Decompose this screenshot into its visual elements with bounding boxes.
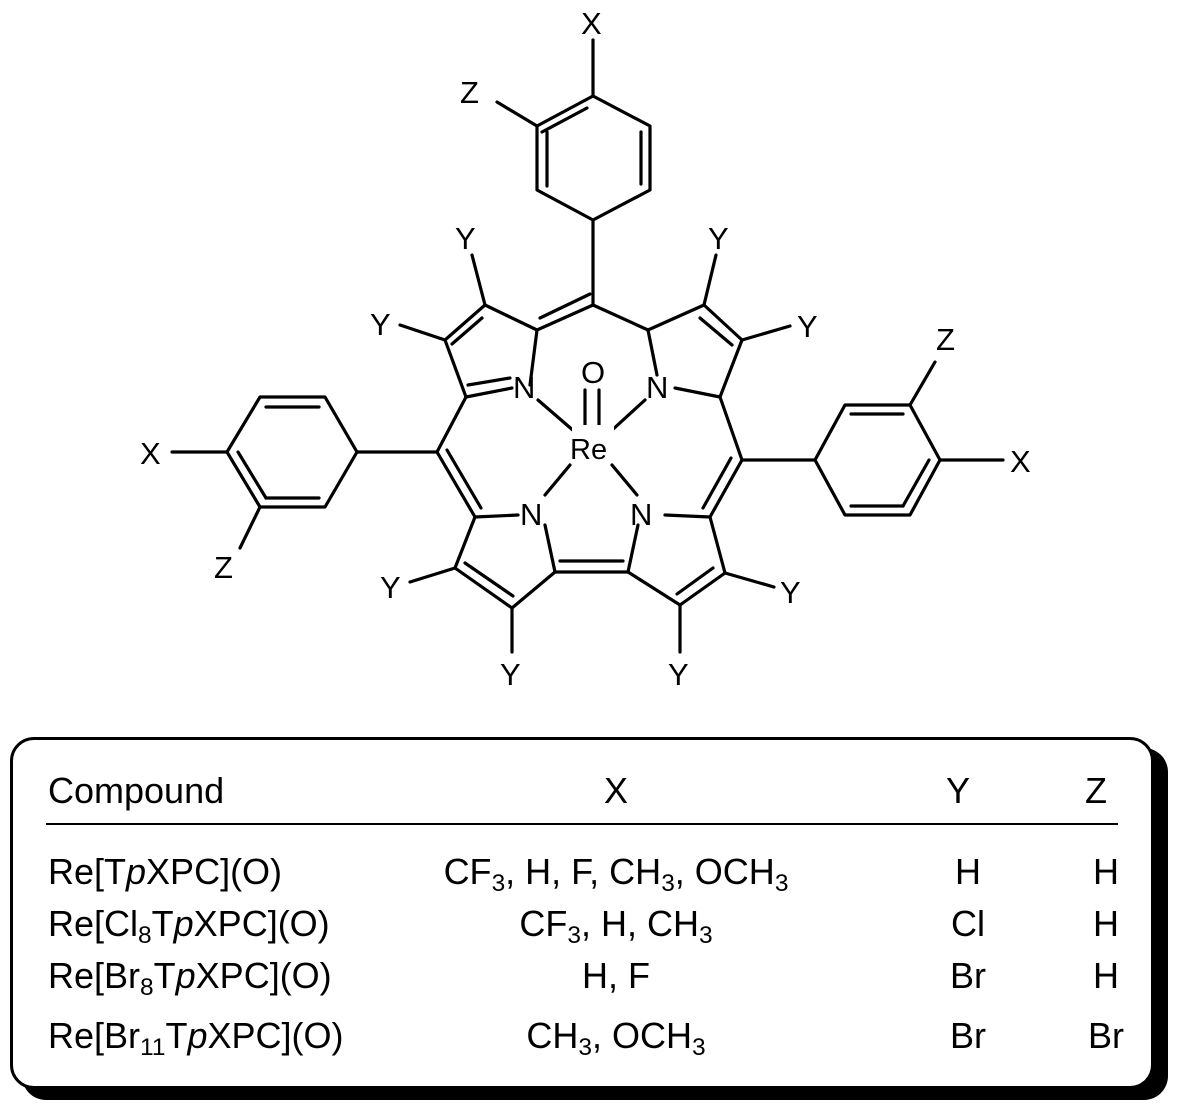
- row-y: Br: [950, 955, 986, 996]
- row-y: Br: [950, 1015, 986, 1056]
- x-label: X: [581, 6, 602, 41]
- z-label: Z: [460, 75, 479, 110]
- row-z: H: [1093, 903, 1119, 944]
- y-label: Y: [797, 309, 818, 344]
- header-rule: [46, 823, 1118, 825]
- y-label: Y: [780, 575, 801, 610]
- bonds: [170, 38, 1005, 654]
- nitrogen-label: N: [630, 497, 652, 532]
- y-label: Y: [370, 307, 391, 342]
- y-label: Y: [708, 221, 729, 256]
- row-z: H: [1093, 955, 1119, 996]
- row-x: H, F: [582, 955, 650, 996]
- y-label: Y: [455, 221, 476, 256]
- x-label: X: [1010, 444, 1031, 479]
- header-y: Y: [945, 770, 970, 811]
- header-z: Z: [1085, 770, 1107, 811]
- row-z: Br: [1088, 1015, 1124, 1056]
- header-x: X: [603, 770, 628, 811]
- nitrogen-label: N: [513, 370, 535, 405]
- y-label: Y: [668, 657, 689, 692]
- compound-table-panel: [10, 737, 1154, 1089]
- oxo-label: O: [581, 355, 605, 390]
- row-x: CF3, H, CH3: [519, 903, 713, 949]
- z-label: Z: [214, 550, 233, 585]
- row-x: CH3, OCH3: [526, 1015, 706, 1061]
- row-compound: Re[Br8TpXPC](O): [48, 955, 332, 1001]
- row-compound: Re[TpXPC](O): [48, 851, 283, 892]
- y-label: Y: [500, 657, 521, 692]
- header-compound: Compound: [48, 770, 225, 811]
- z-label: Z: [936, 322, 955, 357]
- row-z: H: [1093, 851, 1119, 892]
- row-compound: Re[Cl8TpXPC](O): [48, 903, 330, 949]
- metal-label: Re: [570, 434, 607, 466]
- row-y: H: [955, 851, 981, 892]
- row-y: Cl: [951, 903, 985, 944]
- porphyrin-corrole-structure: Re O N N N N X X X Z Z Z Y Y Y Y Y Y Y Y: [140, 6, 1031, 692]
- y-label: Y: [380, 570, 401, 605]
- nitrogen-label: N: [646, 370, 668, 405]
- atom-labels: Re O N N N N X X X Z Z Z Y Y Y Y Y Y Y Y: [140, 6, 1031, 692]
- row-x: CF3, H, F, CH3, OCH3: [443, 851, 789, 897]
- nitrogen-label: N: [520, 497, 542, 532]
- row-compound: Re[Br11TpXPC](O): [48, 1015, 344, 1061]
- x-label: X: [140, 436, 161, 471]
